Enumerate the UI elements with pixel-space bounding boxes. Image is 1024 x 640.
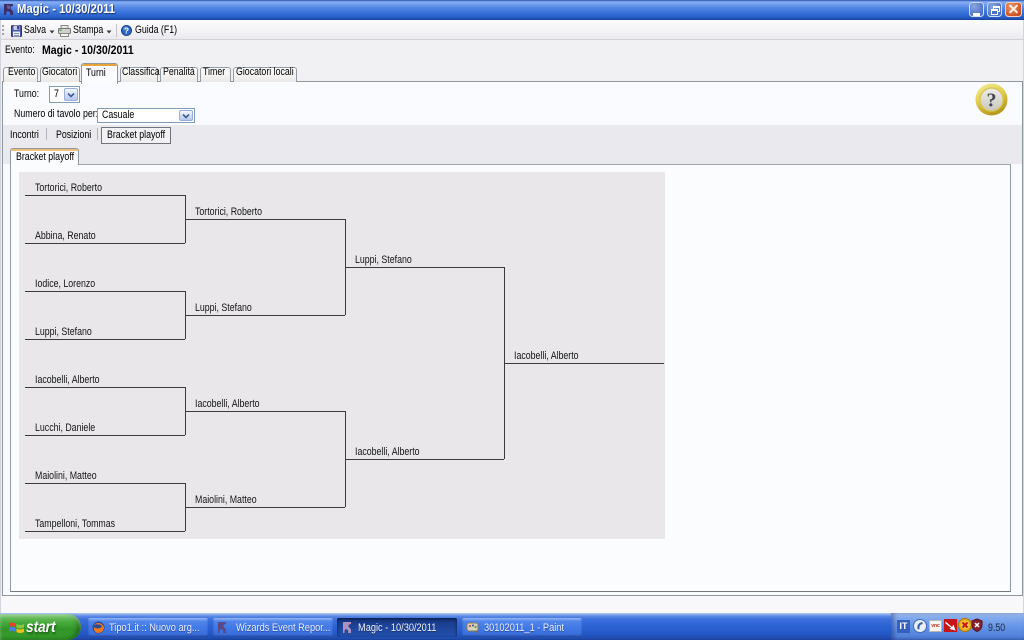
svg-text:?: ? [124, 26, 129, 35]
svg-text:?: ? [987, 90, 997, 112]
